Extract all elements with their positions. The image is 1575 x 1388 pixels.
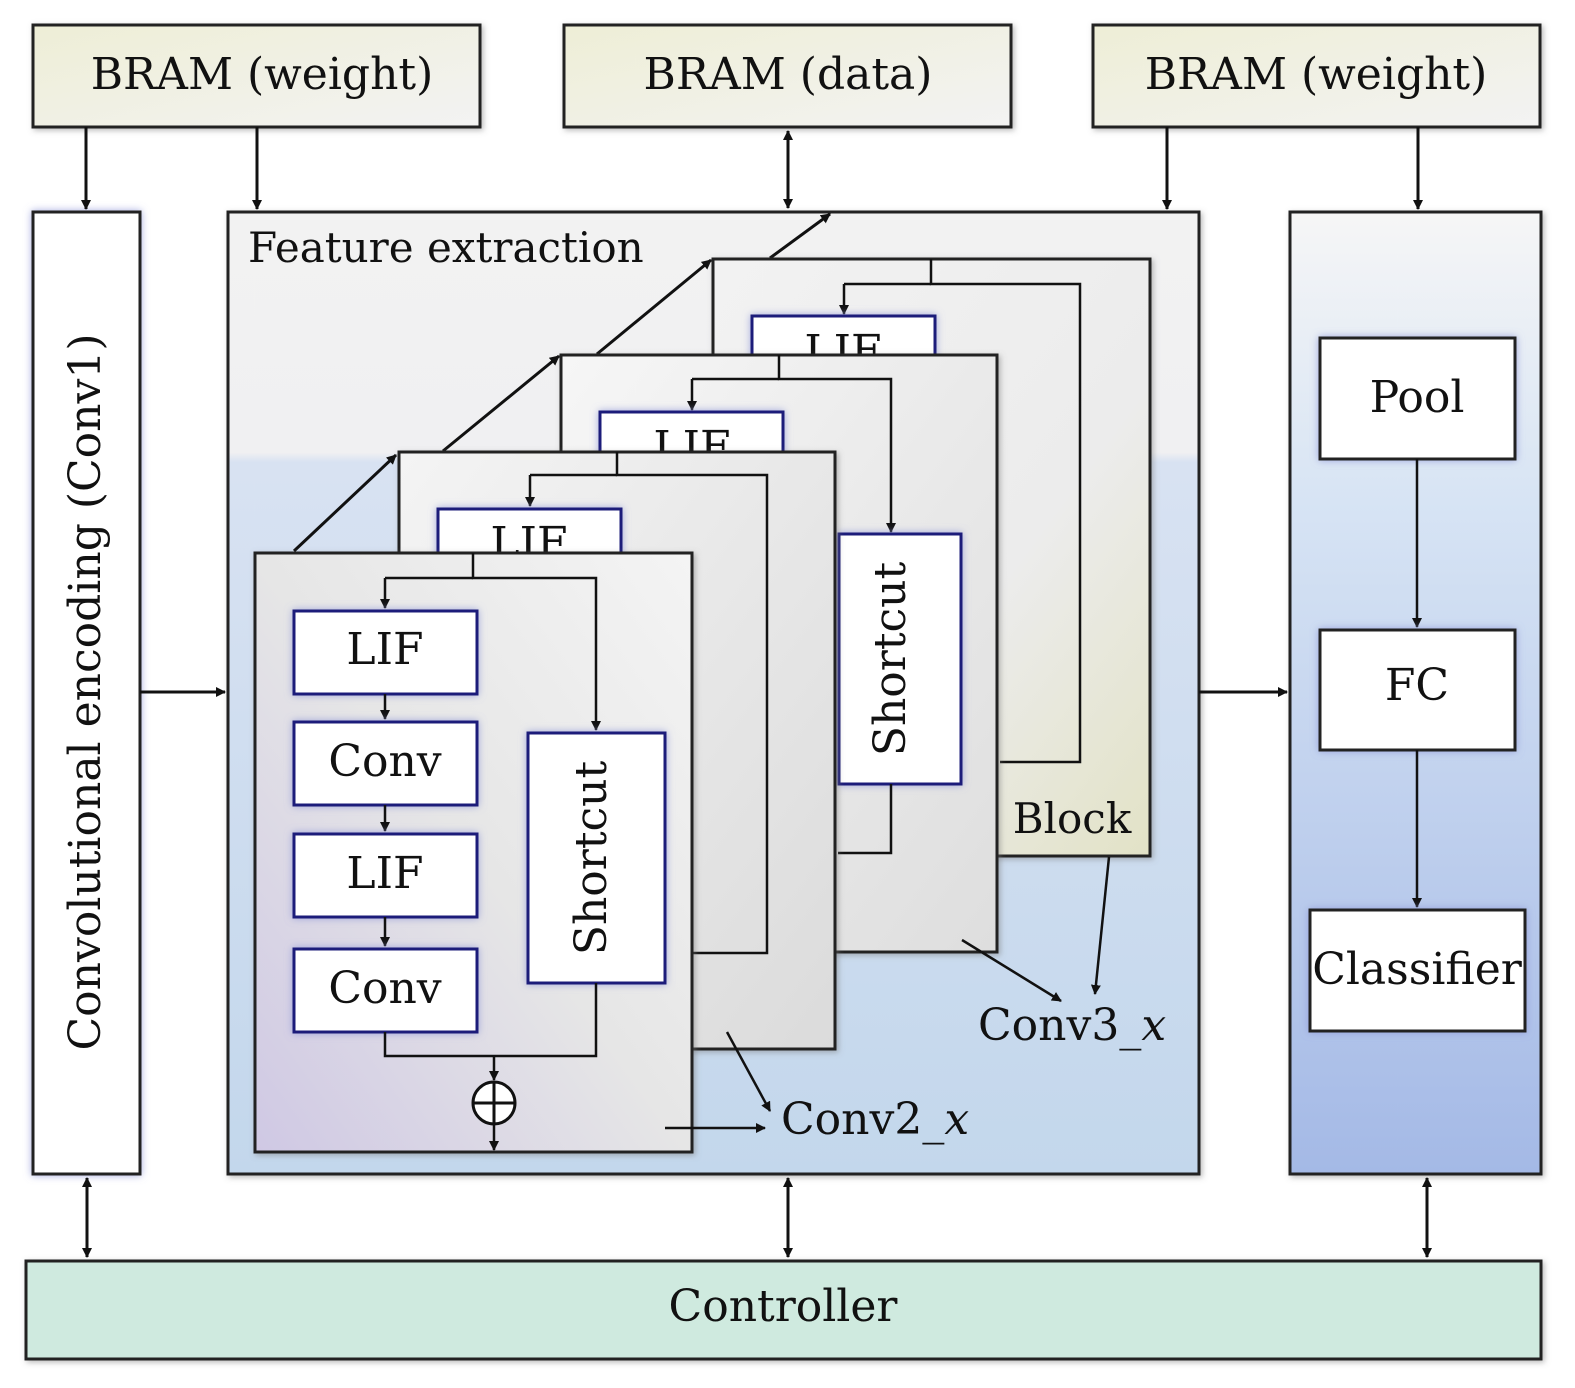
conv3-pointer-arrow-1 — [961, 938, 1062, 1003]
head-panel: Pool FC Classifier — [1288, 210, 1543, 1176]
block2-shortcut-box — [837, 532, 963, 786]
bram-weight-right-label: BRAM (weight) — [1145, 49, 1488, 100]
conv2x-label: Conv2_x — [781, 1094, 969, 1145]
bram-data: BRAM (data) — [562, 23, 1013, 129]
conv2-pointer-arrow-2 — [725, 1031, 772, 1112]
stack-arrow-4 — [769, 212, 831, 260]
conv3x-label: Conv3_x — [978, 1000, 1166, 1051]
conv-box-2 — [292, 947, 479, 1034]
classifier-box — [1308, 908, 1527, 1033]
stack-arrow-3 — [596, 258, 712, 356]
sum-node-icon — [471, 1080, 517, 1126]
block-layer-4: LIF Conv LIF Conv Shortcut — [253, 551, 694, 1154]
shortcut-box — [526, 731, 667, 985]
conv3-pointer-arrow-2 — [1090, 856, 1111, 995]
shortcut-label: Shortcut — [566, 761, 617, 956]
block1-skip-line — [929, 259, 1082, 764]
lif-label-2: LIF — [346, 848, 423, 899]
pool-label: Pool — [1370, 372, 1465, 423]
conv-label-2: Conv — [328, 963, 441, 1014]
lif-label-1: LIF — [346, 624, 423, 675]
bram-weight-right: BRAM (weight) — [1091, 23, 1542, 129]
controller-label: Controller — [669, 1281, 899, 1332]
block4-skip-line — [471, 553, 601, 731]
lif-box-2 — [292, 832, 479, 919]
conv-encoding-box: Convolutional encoding (Conv1) — [31, 210, 142, 1176]
classifier-label: Classifier — [1312, 944, 1523, 995]
block-label: Block — [1013, 794, 1132, 843]
stack-arrow-2 — [442, 354, 560, 453]
feature-extraction-title: Feature extraction — [248, 223, 644, 272]
bram-weight-left-label: BRAM (weight) — [91, 49, 434, 100]
conv-encoding-label: Convolutional encoding (Conv1) — [60, 333, 111, 1050]
pool-box — [1318, 336, 1517, 461]
block2-shortcut-label: Shortcut — [865, 562, 916, 757]
conv-label-1: Conv — [328, 736, 441, 787]
block3-skip-line — [615, 452, 769, 955]
conv-box-1 — [292, 720, 479, 807]
controller-bar: Controller — [24, 1259, 1543, 1361]
bram-weight-left: BRAM (weight) — [31, 23, 482, 129]
block2-skip-line — [777, 355, 896, 533]
fc-label: FC — [1385, 660, 1449, 711]
stack-arrow-1 — [292, 453, 398, 553]
bram-data-label: BRAM (data) — [644, 49, 933, 100]
